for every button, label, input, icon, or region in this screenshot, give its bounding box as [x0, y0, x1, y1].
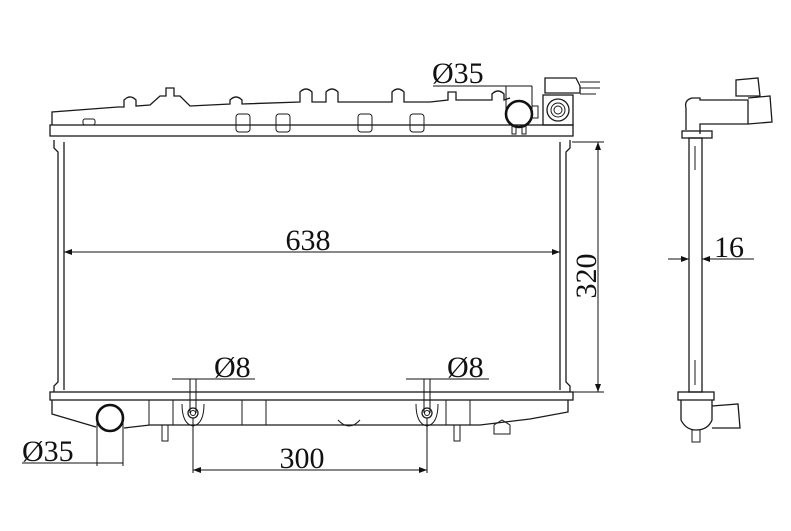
front-view: 638 320 Ø35 Ø35 Ø8	[22, 57, 604, 475]
lower-hose-outlet	[95, 403, 125, 433]
core-thickness-label: 16	[714, 231, 744, 264]
mount-right-label: Ø8	[447, 351, 484, 384]
filler-cap	[542, 77, 600, 126]
core	[53, 140, 571, 392]
dim-upper-hose: Ø35	[432, 57, 533, 112]
core-width-label: 638	[286, 224, 331, 257]
upper-hose-inlet	[504, 99, 534, 129]
dim-core-thickness: 16	[668, 231, 754, 264]
dim-mount-right: Ø8	[406, 351, 489, 413]
mount-left-label: Ø8	[214, 351, 251, 384]
core-height-label: 320	[570, 254, 603, 299]
dim-lower-hose: Ø35	[22, 420, 124, 468]
dim-core-width: 638	[64, 224, 560, 257]
dim-mount-left: Ø8	[172, 351, 255, 413]
dim-core-height: 320	[570, 141, 604, 393]
dim-mount-spacing: 300	[192, 418, 428, 475]
lower-tank	[49, 391, 574, 442]
upper-tank	[49, 77, 600, 137]
side-view: 16	[668, 77, 773, 443]
upper-hose-label: Ø35	[432, 57, 484, 90]
lower-hose-label: Ø35	[22, 435, 74, 468]
mount-spacing-label: 300	[280, 442, 325, 475]
